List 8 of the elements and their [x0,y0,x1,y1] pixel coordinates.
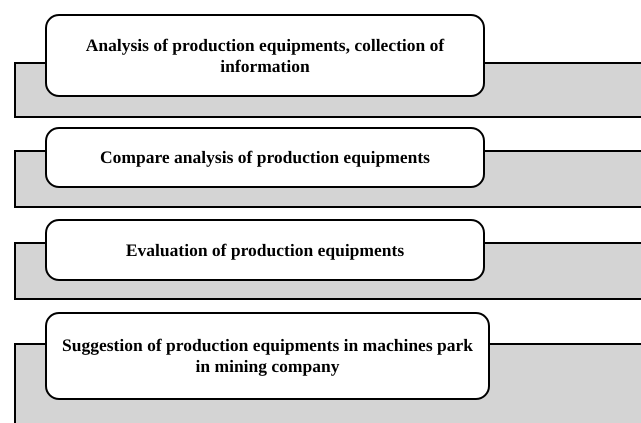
step-box [45,312,490,400]
step-box [45,14,485,97]
step-box [45,219,485,281]
step-text: Compare analysis of production equipments [99,147,431,168]
step-text: Analysis of production equipments, collection of information [84,34,446,76]
step-box [45,127,485,188]
step-text: Suggestion of production equipments in machines park in mining company [60,335,474,377]
step-text: Evaluation of production equipments [124,240,406,260]
